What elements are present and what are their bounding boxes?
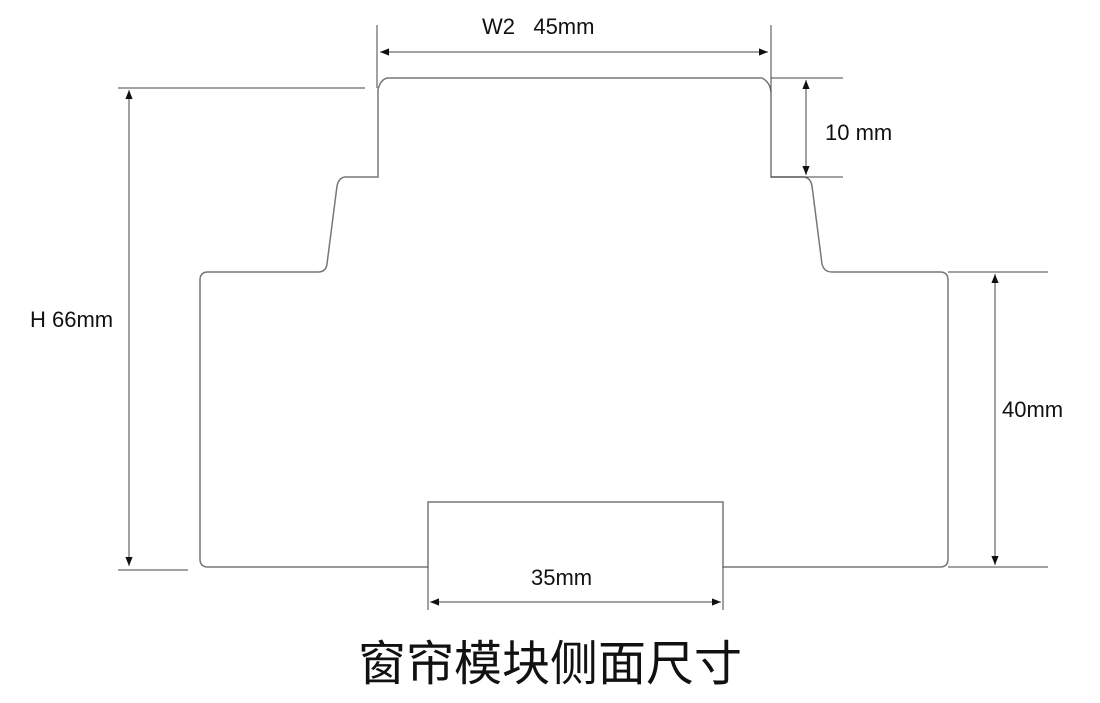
top-step-height-label: 10 mm bbox=[825, 120, 892, 145]
total-height-label: H 66mm bbox=[30, 307, 113, 332]
diagram-title: 窗帘模块侧面尺寸 bbox=[358, 636, 742, 692]
dimension-lines bbox=[118, 25, 1048, 610]
body-height-label: 40mm bbox=[1002, 397, 1063, 422]
rail-width-label: 35mm bbox=[531, 565, 592, 590]
top-width-label: W2 45mm bbox=[482, 14, 594, 39]
module-outline bbox=[199, 77, 949, 568]
